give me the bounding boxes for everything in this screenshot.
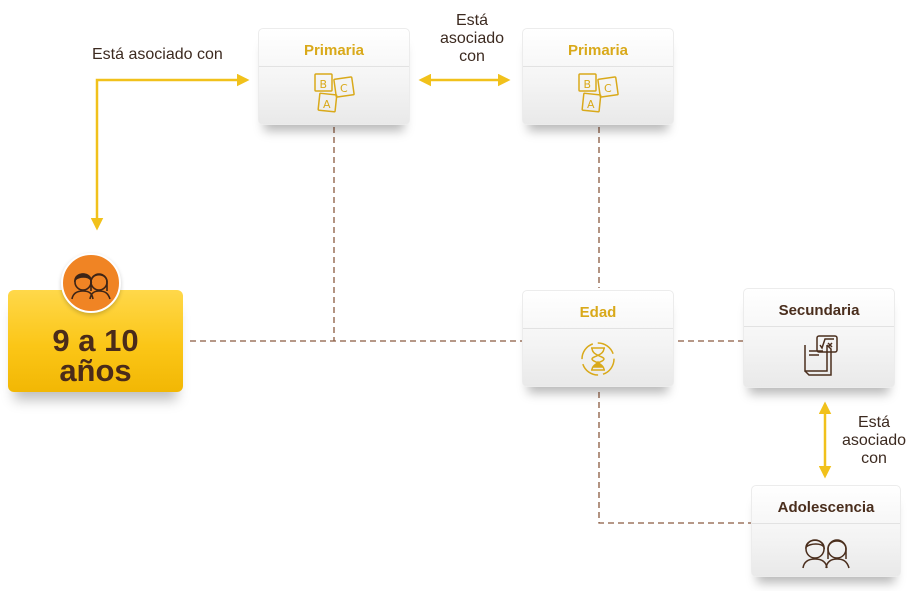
dashed-edad-to-adolescencia bbox=[598, 392, 751, 524]
math-book-icon bbox=[744, 333, 894, 382]
abc-blocks-icon: B C A bbox=[259, 71, 409, 120]
main-node-line-2: años bbox=[59, 353, 132, 388]
relation-label-secundaria-adolescencia: Está asociado con bbox=[834, 414, 914, 468]
svg-text:B: B bbox=[584, 78, 592, 91]
teenagers-faces-icon bbox=[752, 530, 900, 575]
svg-text:B: B bbox=[320, 78, 328, 91]
node-adolescencia[interactable]: Adolescencia bbox=[751, 485, 901, 577]
relation-label-line-1: Está bbox=[455, 12, 488, 29]
node-edad[interactable]: Edad bbox=[522, 290, 674, 387]
svg-text:C: C bbox=[604, 82, 612, 95]
abc-blocks-icon: B C A bbox=[523, 71, 673, 120]
relation-label-primaria-primaria: Está asociado con bbox=[432, 12, 512, 66]
node-title: Secundaria bbox=[744, 289, 894, 327]
main-node-text: 9 a 10 años bbox=[8, 323, 183, 388]
svg-text:C: C bbox=[340, 82, 348, 95]
relation-label-line-3: con bbox=[459, 48, 485, 65]
svg-text:A: A bbox=[323, 98, 331, 111]
children-faces-icon bbox=[61, 253, 121, 313]
relation-label-line-1: Está bbox=[857, 414, 890, 431]
node-primaria-left[interactable]: Primaria B C A bbox=[258, 28, 410, 125]
hourglass-icon bbox=[523, 339, 673, 384]
relation-label-line-2: asociado bbox=[841, 432, 907, 449]
node-primaria-right[interactable]: Primaria B C A bbox=[522, 28, 674, 125]
relation-label-main-primaria: Está asociado con bbox=[92, 46, 223, 63]
node-title: Edad bbox=[523, 291, 673, 329]
svg-text:A: A bbox=[587, 98, 595, 111]
node-title: Primaria bbox=[259, 29, 409, 67]
node-title: Primaria bbox=[523, 29, 673, 67]
node-secundaria[interactable]: Secundaria bbox=[743, 288, 895, 388]
node-title: Adolescencia bbox=[752, 486, 900, 524]
main-node-line-1: 9 a 10 bbox=[52, 323, 139, 358]
arrow-main-to-primaria bbox=[90, 73, 250, 231]
relation-label-line-2: asociado bbox=[439, 30, 505, 47]
relation-label-line-3: con bbox=[861, 450, 887, 467]
